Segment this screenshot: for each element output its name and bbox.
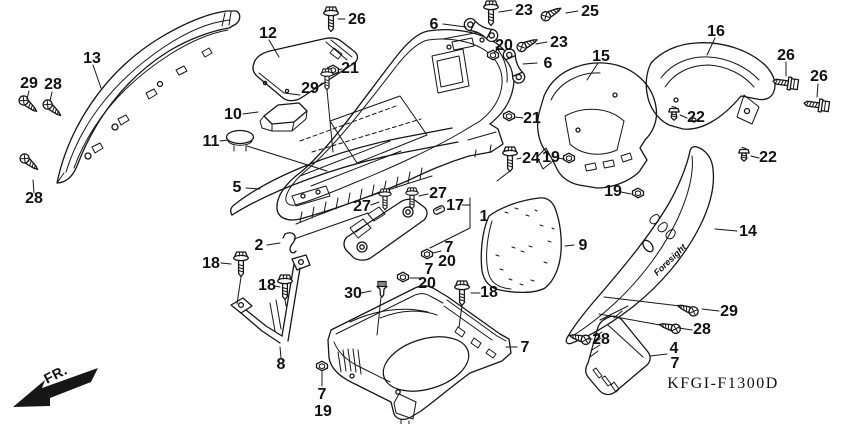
part-luggage-box-body — [276, 28, 515, 221]
callout-7b: 7 — [425, 261, 434, 278]
callout-8: 8 — [277, 356, 286, 373]
part-4-7-side-lower-panel — [585, 315, 651, 396]
brand-script-foresight: Foresight — [652, 241, 689, 277]
fastener-clip-19b — [631, 187, 645, 199]
callout-21a: 21 — [341, 60, 359, 77]
part-17-pin — [432, 204, 446, 216]
fastener-screw-29a — [16, 93, 41, 116]
fr-direction-indicator: FR. — [13, 361, 98, 407]
callout-28b: 28 — [693, 321, 711, 338]
part-7-lower-tray — [327, 285, 512, 424]
callout-21b: 21 — [523, 110, 541, 127]
fastener-rivet-22a — [668, 105, 680, 121]
callout-2: 2 — [255, 237, 264, 254]
fastener-bolt-18c — [454, 280, 470, 307]
callout-7a: 7 — [445, 239, 454, 256]
fastener-screw-28d — [17, 151, 42, 174]
callout-6b: 6 — [544, 55, 553, 72]
callout-20b: 20 — [438, 253, 456, 270]
callout-27b: 27 — [353, 198, 371, 215]
callout-19a: 19 — [542, 149, 560, 166]
part-8-support-bracket — [230, 254, 311, 344]
callout-28a: 28 — [44, 76, 62, 93]
fastener-screw-29b — [320, 68, 334, 91]
callouts: 26 23 25 6 20 23 6 16 12 13 29 28 28 26 … — [20, 2, 828, 420]
callout-28d: 28 — [25, 190, 43, 207]
callout-26b: 26 — [777, 47, 795, 64]
callout-23b: 23 — [550, 34, 568, 51]
callout-28c: 28 — [592, 331, 610, 348]
fastener-bolt-26b — [771, 74, 800, 92]
part-12-box-lid — [252, 37, 359, 102]
callout-6a: 6 — [430, 16, 439, 33]
callout-18c: 18 — [480, 284, 498, 301]
callout-13: 13 — [83, 50, 101, 67]
callout-7d: 7 — [318, 386, 327, 403]
part-2-hook-clip — [282, 232, 297, 254]
callout-26c: 26 — [810, 68, 828, 85]
diagram-code: KFGI-F1300D — [667, 375, 779, 392]
callout-22a: 22 — [687, 109, 705, 126]
callout-26a: 26 — [348, 11, 366, 28]
part-15-rear-center-cover — [536, 62, 658, 189]
fastener-rivet-22b — [738, 146, 750, 162]
callout-25: 25 — [581, 3, 599, 20]
callout-15: 15 — [592, 48, 610, 65]
part-10-small-cap — [259, 102, 308, 132]
callout-7e: 7 — [671, 355, 680, 372]
fastener-bolt-27a — [405, 187, 419, 210]
fastener-bolt-26a — [323, 6, 339, 33]
fastener-bolt-18a — [233, 251, 249, 278]
callout-1: 1 — [480, 208, 489, 225]
fastener-bolt-27b — [378, 188, 392, 211]
callout-9: 9 — [579, 237, 588, 254]
callout-14: 14 — [739, 223, 757, 240]
callout-22b: 22 — [759, 149, 777, 166]
callout-29c: 29 — [720, 303, 738, 320]
fastener-bolt-23a — [483, 0, 499, 27]
callout-16: 16 — [707, 23, 725, 40]
callout-19c: 19 — [314, 403, 332, 420]
part-13-side-rail-cover — [56, 10, 241, 184]
part-9-floor-mat — [480, 197, 562, 294]
callout-18b: 18 — [258, 277, 276, 294]
part-11-round-plug — [225, 129, 255, 152]
fastener-screw-29c — [675, 300, 701, 318]
fastener-bolt-26c — [802, 96, 831, 114]
callout-17: 17 — [446, 197, 464, 214]
callout-11: 11 — [203, 133, 220, 150]
fastener-clip-21b — [502, 110, 516, 122]
callout-4: 4 — [670, 340, 679, 357]
fastener-clip-19c — [315, 360, 329, 372]
callout-30: 30 — [344, 285, 362, 302]
callout-5: 5 — [233, 179, 242, 196]
callout-29a: 29 — [20, 75, 38, 92]
fastener-bolt-24 — [502, 146, 518, 173]
fastener-screw-23b — [514, 34, 540, 54]
callout-20a: 20 — [495, 37, 513, 54]
part-30-knurl-screw — [376, 280, 388, 298]
callout-7c: 7 — [521, 339, 530, 356]
callout-18a: 18 — [202, 255, 220, 272]
fastener-screw-28a — [40, 97, 65, 120]
fastener-screw-28b — [657, 319, 683, 336]
callout-29b: 29 — [301, 80, 319, 97]
callout-23a: 23 — [515, 2, 533, 19]
part-1-hinge-bracket — [343, 198, 428, 261]
callout-27a: 27 — [429, 185, 447, 202]
fastener-screw-25 — [538, 3, 564, 24]
fastener-clip-20b — [420, 248, 434, 260]
callout-20c: 20 — [418, 275, 436, 292]
leader-lines — [26, 9, 819, 387]
callout-10: 10 — [224, 106, 242, 123]
callout-24: 24 — [522, 150, 540, 167]
fastener-clip-20c — [396, 271, 410, 283]
callout-12: 12 — [259, 25, 277, 42]
fastener-clip-19a — [562, 152, 576, 164]
part-16-rear-grab-rail — [645, 42, 776, 130]
callout-19b: 19 — [604, 183, 622, 200]
